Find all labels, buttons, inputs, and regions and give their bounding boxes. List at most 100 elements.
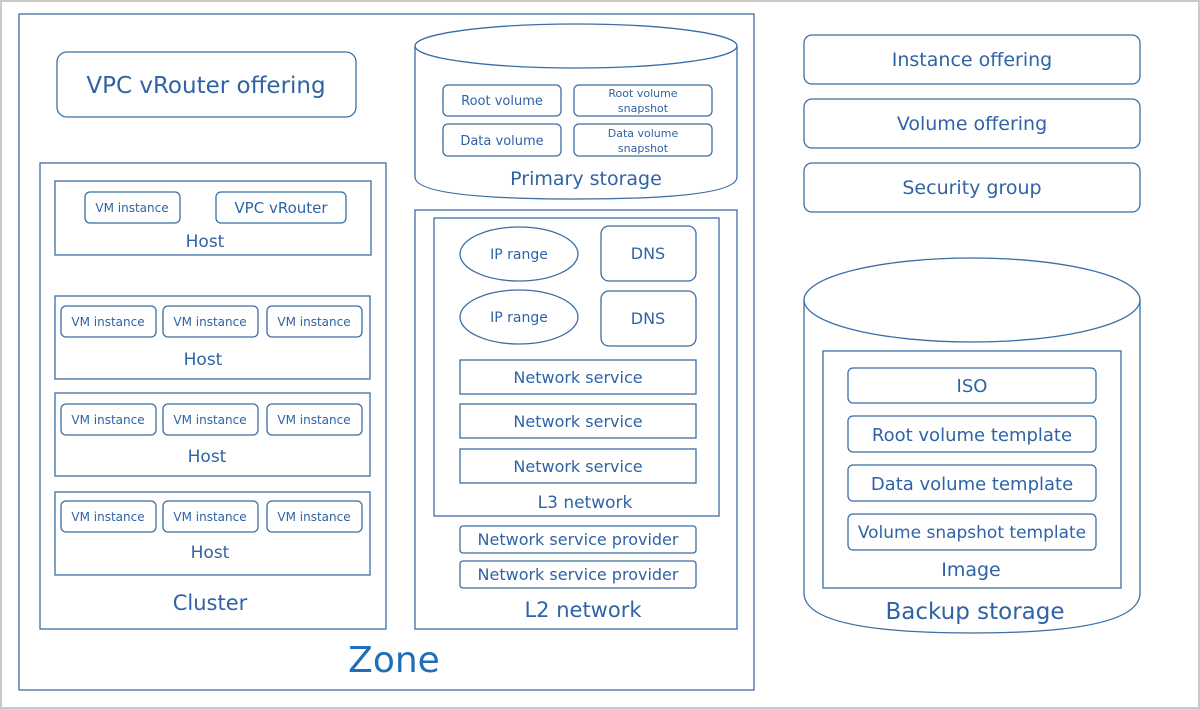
vm-instance-box — [266, 403, 363, 436]
vm-instance-label: VM instance — [71, 413, 144, 427]
network-service-label: Network service — [513, 412, 642, 431]
vpc-vrouter-offering-box — [56, 51, 357, 118]
network-service-box — [459, 403, 697, 439]
volume-offering-box — [803, 98, 1141, 149]
primary-storage: Root volume Root volume snapshot Data vo… — [414, 23, 738, 200]
ip-range-label: IP range — [490, 247, 548, 263]
l2-network: IP range DNS IP range DNS Network servic… — [414, 209, 738, 630]
host: VM instance VM instance VM instance Host — [54, 392, 371, 477]
zone-label: Zone — [348, 640, 440, 681]
cluster-border — [39, 162, 387, 630]
vpc-vrouter-label: VPC vRouter — [234, 199, 328, 217]
iso-label: ISO — [957, 376, 988, 397]
ip-range-ellipse — [459, 289, 579, 345]
vm-instance-label: VM instance — [71, 315, 144, 329]
ip-range-label: IP range — [490, 310, 548, 326]
network-service-provider-label: Network service provider — [478, 530, 679, 549]
volume-offering-label: Volume offering — [897, 113, 1047, 135]
network-service-provider-label: Network service provider — [478, 565, 679, 584]
root-volume-template-box — [847, 415, 1097, 453]
backup-storage-cylinder-top — [803, 257, 1141, 343]
vm-instance-box — [266, 305, 363, 338]
vpc-vrouter-box — [215, 191, 347, 224]
dns-box — [600, 225, 697, 282]
dns-label: DNS — [631, 244, 665, 263]
vm-instance-label: VM instance — [277, 315, 350, 329]
vm-instance-box — [162, 500, 259, 533]
vm-instance-label: VM instance — [173, 315, 246, 329]
network-service-label: Network service — [513, 368, 642, 387]
root-volume-box — [442, 84, 562, 117]
cluster-label: Cluster — [173, 591, 248, 615]
data-volume-box — [442, 123, 562, 157]
vm-instance-label: VM instance — [173, 510, 246, 524]
security-group-label: Security group — [902, 177, 1041, 199]
l2-network-label: L2 network — [524, 598, 642, 622]
backup-storage: ISO Root volume template Data volume tem… — [803, 257, 1141, 634]
image: ISO Root volume template Data volume tem… — [822, 350, 1122, 589]
data-volume-template-label: Data volume template — [871, 474, 1073, 495]
network-service-provider-box — [459, 560, 697, 589]
vm-instance-box — [84, 191, 181, 224]
l2-network-border — [414, 209, 738, 630]
image-border — [822, 350, 1122, 589]
vm-instance-label: VM instance — [173, 413, 246, 427]
dns-box — [600, 290, 697, 347]
root-volume-snapshot-label-line2: snapshot — [618, 102, 669, 115]
root-volume-template-label: Root volume template — [872, 425, 1072, 446]
vm-instance-box — [60, 500, 157, 533]
network-service-box — [459, 359, 697, 395]
host-label: Host — [191, 543, 230, 563]
image-label: Image — [941, 559, 1001, 581]
vm-instance-label: VM instance — [277, 413, 350, 427]
host-border — [54, 491, 371, 576]
backup-storage-cylinder-body — [803, 300, 1141, 634]
root-volume-label: Root volume — [461, 94, 543, 109]
volume-snapshot-template-label: Volume snapshot template — [858, 523, 1086, 543]
data-volume-snapshot-box — [573, 123, 713, 157]
backup-storage-label: Backup storage — [886, 599, 1065, 625]
instance-offering-label: Instance offering — [892, 49, 1052, 71]
vm-instance-label: VM instance — [95, 201, 168, 215]
vm-instance-box — [60, 305, 157, 338]
primary-storage-cylinder-body — [414, 46, 738, 200]
host: VM instance VM instance VM instance Host — [54, 295, 371, 380]
host-border — [54, 392, 371, 477]
offerings: Instance offering Volume offering Securi… — [803, 34, 1141, 213]
iso-box — [847, 367, 1097, 404]
host-label: Host — [186, 232, 225, 252]
security-group-box — [803, 162, 1141, 213]
host: VM instance VM instance VM instance Host — [54, 491, 371, 576]
root-volume-snapshot-label-line1: Root volume — [608, 87, 677, 100]
network-service-label: Network service — [513, 457, 642, 476]
volume-snapshot-template-box — [847, 513, 1097, 551]
vm-instance-box — [266, 500, 363, 533]
vpc-vrouter-offering-label: VPC vRouter offering — [86, 73, 325, 99]
vm-instance-box — [60, 403, 157, 436]
data-volume-snapshot-label-line1: Data volume — [608, 127, 679, 140]
vm-instance-label: VM instance — [277, 510, 350, 524]
network-service-box — [459, 448, 697, 484]
cluster: Cluster VM instance VPC vRouter Host VM … — [39, 162, 387, 630]
root-volume-snapshot-box — [573, 84, 713, 117]
dns-label: DNS — [631, 309, 665, 328]
data-volume-label: Data volume — [460, 134, 543, 149]
instance-offering-box — [803, 34, 1141, 85]
vm-instance-box — [162, 403, 259, 436]
host: VM instance VPC vRouter Host — [54, 180, 372, 256]
host-label: Host — [184, 350, 223, 370]
data-volume-snapshot-label-line2: snapshot — [618, 142, 669, 155]
zone-border — [18, 13, 755, 691]
primary-storage-label: Primary storage — [510, 168, 662, 190]
vpc-vrouter-offering: VPC vRouter offering — [56, 51, 357, 118]
host-label: Host — [188, 447, 227, 467]
data-volume-template-box — [847, 464, 1097, 502]
ip-range-ellipse — [459, 226, 579, 282]
host-border — [54, 180, 372, 256]
l3-network-border — [433, 217, 720, 517]
l3-network: IP range DNS IP range DNS Network servic… — [433, 217, 720, 517]
host-border — [54, 295, 371, 380]
zone: Zone — [18, 13, 755, 691]
